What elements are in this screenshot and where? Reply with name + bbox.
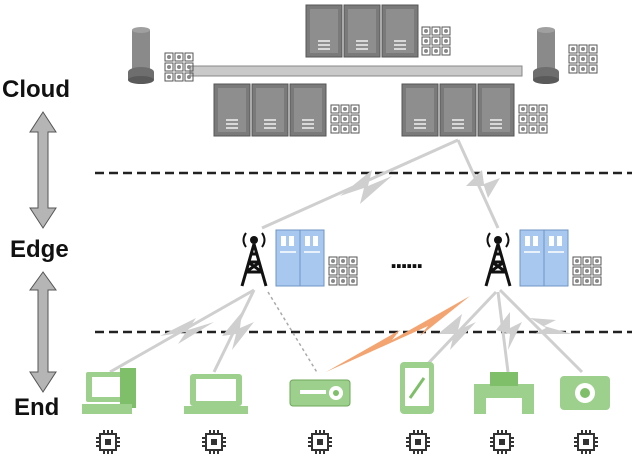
projector-icon	[289, 379, 351, 407]
edge-server-icon	[275, 229, 325, 287]
processor-chip-icon	[573, 429, 599, 455]
edge-node-left	[240, 229, 358, 288]
end-devices	[82, 362, 610, 414]
tier-arrow-cloud-edge	[29, 111, 57, 229]
camera-icon	[560, 376, 610, 410]
database-cylinder-icon	[533, 27, 559, 84]
device-chips	[95, 429, 599, 455]
tier-label-end: End	[14, 394, 60, 421]
edge-end-links	[109, 288, 584, 375]
edge-server-icon	[519, 229, 569, 287]
chip-cluster-icon	[568, 44, 598, 74]
chip-cluster-icon	[572, 256, 602, 286]
desktop-computer-icon	[82, 368, 136, 414]
server-rack-icon	[213, 83, 327, 137]
database-cylinder-icon	[128, 27, 154, 84]
processor-chip-icon	[405, 429, 431, 455]
tier-label-edge: Edge	[10, 236, 69, 263]
cloud-edge-links	[261, 138, 500, 230]
tablet-icon	[400, 362, 434, 414]
cloud-datacenter	[128, 4, 598, 137]
chip-cluster-icon	[421, 26, 451, 56]
tier-arrow-edge-end	[29, 271, 57, 393]
chip-cluster-icon	[518, 104, 548, 134]
processor-chip-icon	[307, 429, 333, 455]
chip-cluster-icon	[330, 104, 360, 134]
processor-chip-icon	[95, 429, 121, 455]
cell-tower-icon	[484, 231, 512, 288]
tier-label-cloud: Cloud	[2, 76, 70, 103]
chip-cluster-icon	[328, 256, 358, 286]
processor-chip-icon	[201, 429, 227, 455]
offload-link-highlight	[326, 296, 470, 372]
processor-chip-icon	[489, 429, 515, 455]
printer-icon	[474, 372, 534, 414]
chip-cluster-icon	[164, 52, 194, 82]
cell-tower-icon	[240, 231, 268, 288]
server-rack-icon	[401, 83, 515, 137]
edge-ellipsis: ......	[390, 244, 422, 274]
edge-node-right	[484, 229, 602, 288]
cloud-backbone	[189, 65, 523, 77]
laptop-icon	[184, 374, 248, 414]
server-rack-icon	[305, 4, 419, 58]
